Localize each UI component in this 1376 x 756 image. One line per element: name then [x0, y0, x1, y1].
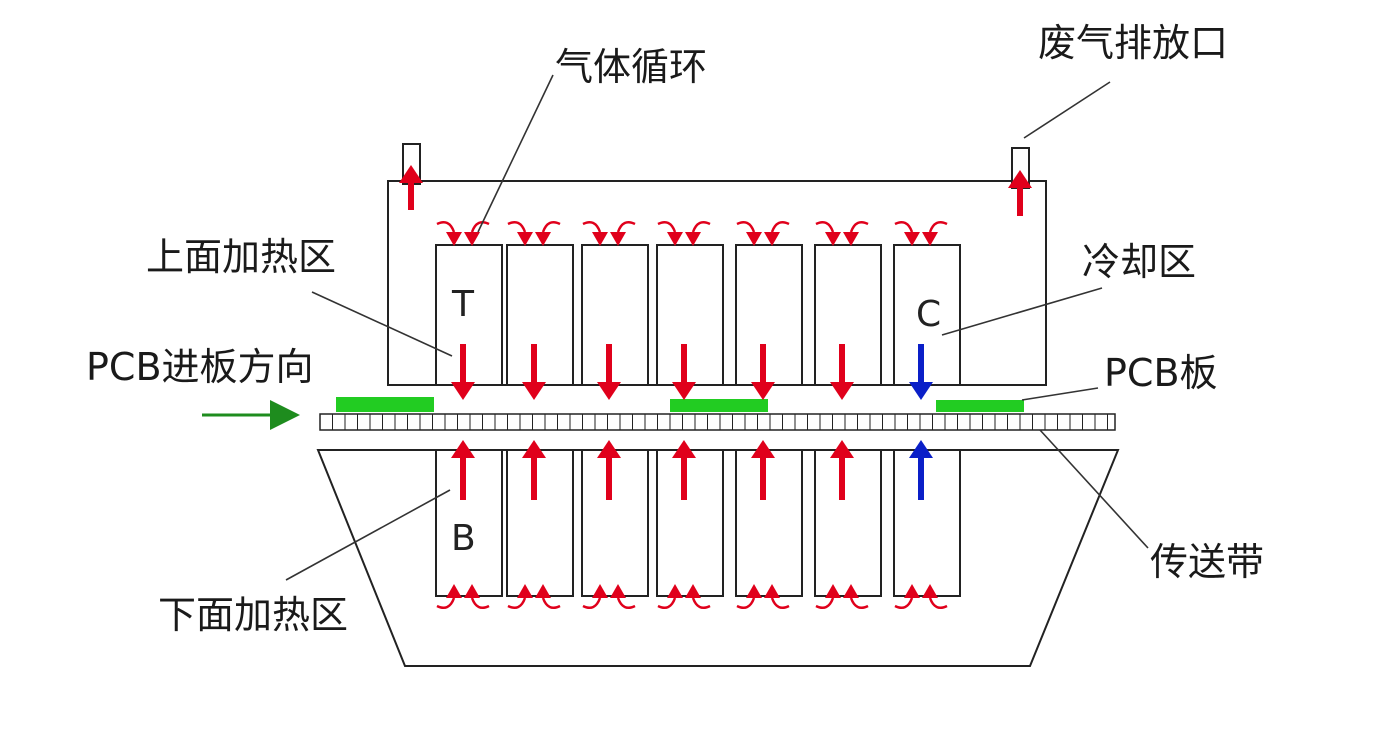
upper-zone-panel-4	[656, 244, 724, 386]
gas-circulation-bottom-2	[507, 584, 561, 609]
down-arrow-zone-5	[751, 344, 775, 400]
lower-zone-panel-2	[506, 449, 574, 597]
gas-circulation-bottom-4	[657, 584, 711, 609]
conveyor-belt-body	[319, 413, 1116, 431]
upper-zone-panel-7	[893, 244, 961, 386]
down-arrow-zone-7	[909, 344, 933, 400]
down-arrow-zone-4	[672, 344, 696, 400]
up-arrow-zone-2	[522, 440, 546, 500]
leader-gas-circulation	[477, 74, 554, 233]
down-arrow-zone-6	[830, 344, 854, 400]
lower-zone-panel-4	[656, 449, 724, 597]
upper-zone-panel-2	[506, 244, 574, 386]
upper-zone-panel-3	[581, 244, 649, 386]
pcb-board-1	[336, 397, 434, 412]
up-arrow-zone-7	[909, 440, 933, 500]
leader-conveyor	[1039, 429, 1149, 549]
gas-circulation-bottom-3	[582, 584, 636, 609]
exhaust-arrow-left	[399, 165, 423, 210]
leader-bottom-heating-zone	[285, 489, 451, 581]
label-pcb-feed-direction: PCB进板方向	[86, 345, 314, 389]
gas-circulation-top-3	[582, 221, 636, 246]
down-arrow-zone-2	[522, 344, 546, 400]
zone-letter-bottom: B	[451, 518, 476, 559]
label-conveyor-belt: 传送带	[1150, 540, 1264, 584]
label-top-heating-zone: 上面加热区	[146, 235, 336, 279]
label-gas-circulation: 气体循环	[555, 45, 707, 89]
gas-circulation-bottom-5	[736, 584, 790, 609]
leader-pcb-board	[1021, 387, 1099, 401]
zone-letter-cooling: C	[916, 294, 941, 335]
lower-zone-panel-7	[893, 449, 961, 597]
lower-heating-zones	[435, 449, 961, 597]
up-arrow-zone-5	[751, 440, 775, 500]
leader-cooling-zone	[941, 287, 1103, 336]
pcb-boards	[336, 397, 1024, 412]
gas-circulation-top-2	[507, 221, 561, 246]
lower-zone-panel-6	[814, 449, 882, 597]
lower-zone-panel-3	[581, 449, 649, 597]
label-exhaust-outlet: 废气排放口	[1038, 21, 1228, 65]
gas-circulation-top-5	[736, 221, 790, 246]
lower-zone-panel-5	[735, 449, 803, 597]
upper-zone-panel-5	[735, 244, 803, 386]
zone-letter-top: T	[451, 284, 475, 325]
airflow-arrows	[399, 165, 1032, 609]
down-arrow-zone-3	[597, 344, 621, 400]
pcb-board-3	[936, 400, 1024, 412]
gas-circulation-top-6	[815, 221, 869, 246]
pcb-board-2	[670, 399, 768, 412]
leader-exhaust-outlet	[1023, 81, 1111, 139]
up-arrow-zone-3	[597, 440, 621, 500]
upper-heating-zones	[435, 244, 961, 386]
leader-top-heating-zone	[311, 291, 453, 357]
gas-circulation-top-7	[894, 221, 948, 246]
label-cooling-zone: 冷却区	[1082, 240, 1196, 284]
conveyor-belt	[319, 413, 1116, 431]
gas-circulation-top-1	[436, 221, 490, 246]
gas-circulation-bottom-6	[815, 584, 869, 609]
leader-lines	[285, 74, 1149, 581]
label-bottom-heating-zone: 下面加热区	[158, 593, 348, 637]
gas-circulation-bottom-1	[436, 584, 490, 609]
up-arrow-zone-6	[830, 440, 854, 500]
down-arrow-zone-1	[451, 344, 475, 400]
gas-circulation-top-4	[657, 221, 711, 246]
exhaust-arrow-right	[1008, 170, 1032, 216]
upper-zone-panel-6	[814, 244, 882, 386]
label-pcb-board: PCB板	[1104, 351, 1218, 395]
lower-zone-panel-1	[435, 449, 503, 597]
gas-circulation-bottom-7	[894, 584, 948, 609]
up-arrow-zone-4	[672, 440, 696, 500]
up-arrow-zone-1	[451, 440, 475, 500]
